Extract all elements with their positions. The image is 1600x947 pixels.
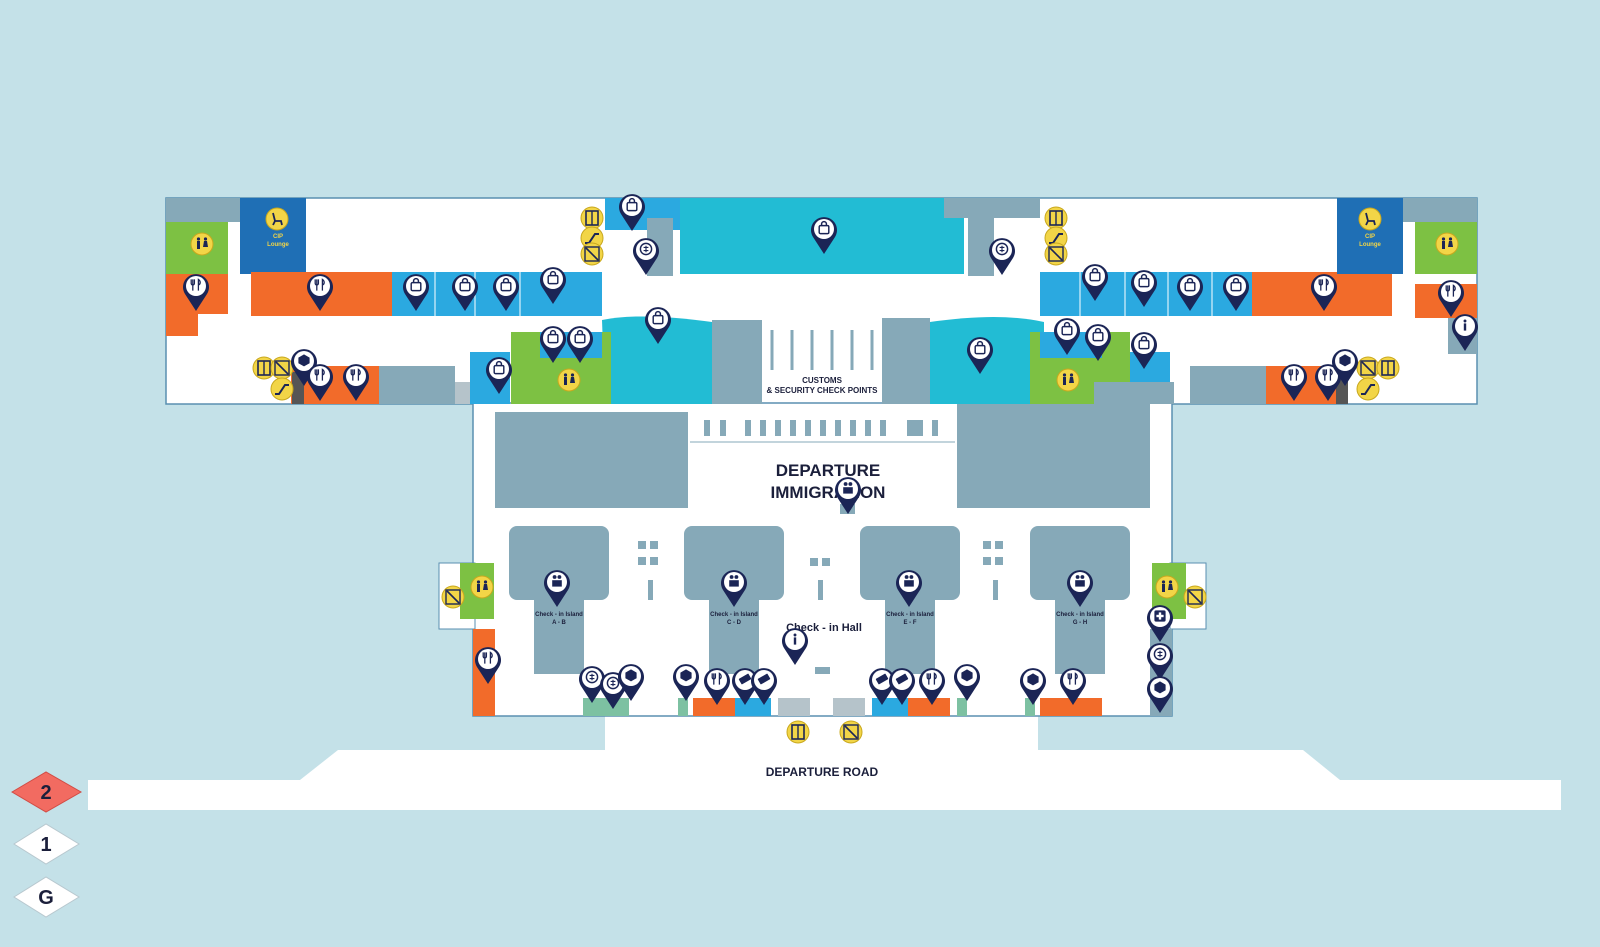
security-gates [770,330,874,370]
elevator-icon [580,206,604,230]
elevator-icon [1044,206,1068,230]
lounge-seat-icon [1358,207,1382,231]
information-icon [1463,319,1467,331]
medical-icon [1154,610,1166,622]
customs-label: CUSTOMS [802,376,843,385]
restroom-icon [1155,575,1179,599]
zones-upper-left [166,198,602,404]
lounge-seat-icon [265,207,289,231]
check-in-islands [509,504,1130,674]
cip-lounge-left-sublabel: Lounge [267,242,289,248]
stairs-icon [1044,242,1068,266]
island-cd-letters: C - D [727,620,742,626]
escalator-icon [270,377,294,401]
island-ef-letters: E - F [904,620,917,626]
security-checkpoints-label: & SECURITY CHECK POINTS [767,386,879,395]
floor-selector[interactable]: 2 1 G [11,771,83,918]
elevator-icon [1376,356,1400,380]
cip-lounge-right-label: CIP [1365,234,1375,240]
elevator-icon [786,720,810,744]
restroom-icon [1056,368,1080,392]
island-cd-label: Check - in Island [710,612,758,618]
floor-button-g[interactable]: G [13,876,80,918]
island-ab-label: Check - in Island [535,612,583,618]
departure-label: DEPARTURE [776,461,881,480]
restroom-icon [190,232,214,256]
information-icon [793,633,797,645]
island-gh-label: Check - in Island [1056,612,1104,618]
island-gh-letters: G - H [1073,620,1087,626]
cip-lounge-right-sublabel: Lounge [1359,242,1381,248]
departure-road-label: DEPARTURE ROAD [766,765,879,779]
restroom-icon [557,368,581,392]
stairs-icon [1356,356,1380,380]
cip-lounge-left-label: CIP [273,234,283,240]
stairs-icon [270,356,294,380]
floor-button-2[interactable]: 2 [11,771,83,813]
island-ef-label: Check - in Island [886,612,934,618]
floor-label-2: 2 [40,782,51,804]
floor-label-1: 1 [40,834,51,856]
floor-button-1[interactable]: 1 [13,823,80,865]
stairs-icon [580,242,604,266]
floor-label-g: G [38,887,54,909]
stairs-icon [1183,585,1207,609]
stairs-icon [441,585,465,609]
restroom-icon [470,575,494,599]
stairs-icon [839,720,863,744]
escalator-icon [1356,377,1380,401]
immigration-area [495,404,1150,508]
check-in-hall-label: Check - in Hall [786,622,862,634]
restroom-icon [1435,232,1459,256]
departure-road [88,712,1561,810]
immigration-label: IMMIGRATION [771,483,886,502]
island-ab-letters: A - B [552,620,566,626]
